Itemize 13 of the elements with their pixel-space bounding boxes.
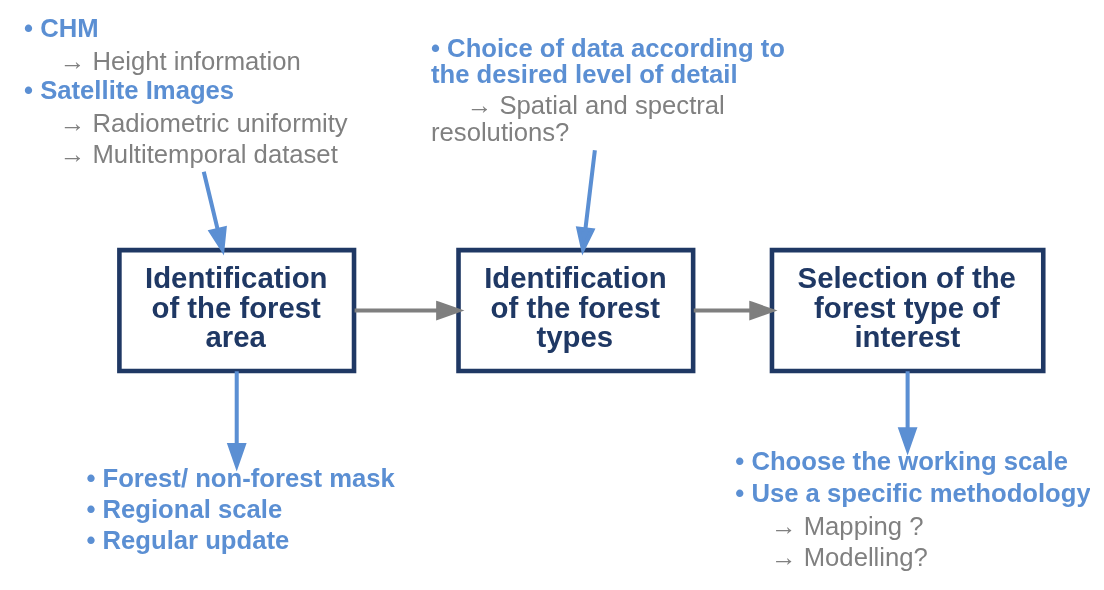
arrow <box>575 149 597 256</box>
node-box: Identification of the forest types <box>456 247 696 374</box>
arrow <box>354 300 465 321</box>
node-text: • Forest/ non-forest mask • Regional scale • Regular update <box>86 463 395 555</box>
node-text: • CHM → Height information • Satellite Images → Radiometric uniformity → Multitemporal dataset <box>24 13 348 169</box>
node-box: Identification of the forest area <box>117 247 357 374</box>
arrow <box>897 371 918 456</box>
arrow <box>226 371 247 472</box>
arrow <box>693 300 778 321</box>
node-text: • Choose the working scale • Use a specific methodology → Mapping ? → Modelling? <box>735 447 1091 571</box>
arrow <box>201 171 227 256</box>
node-box: Selection of the forest type of interest <box>769 247 1046 374</box>
node-text: • Choice of data according to the desired level of detail → Spatial and spectral resolutions? <box>431 34 785 147</box>
